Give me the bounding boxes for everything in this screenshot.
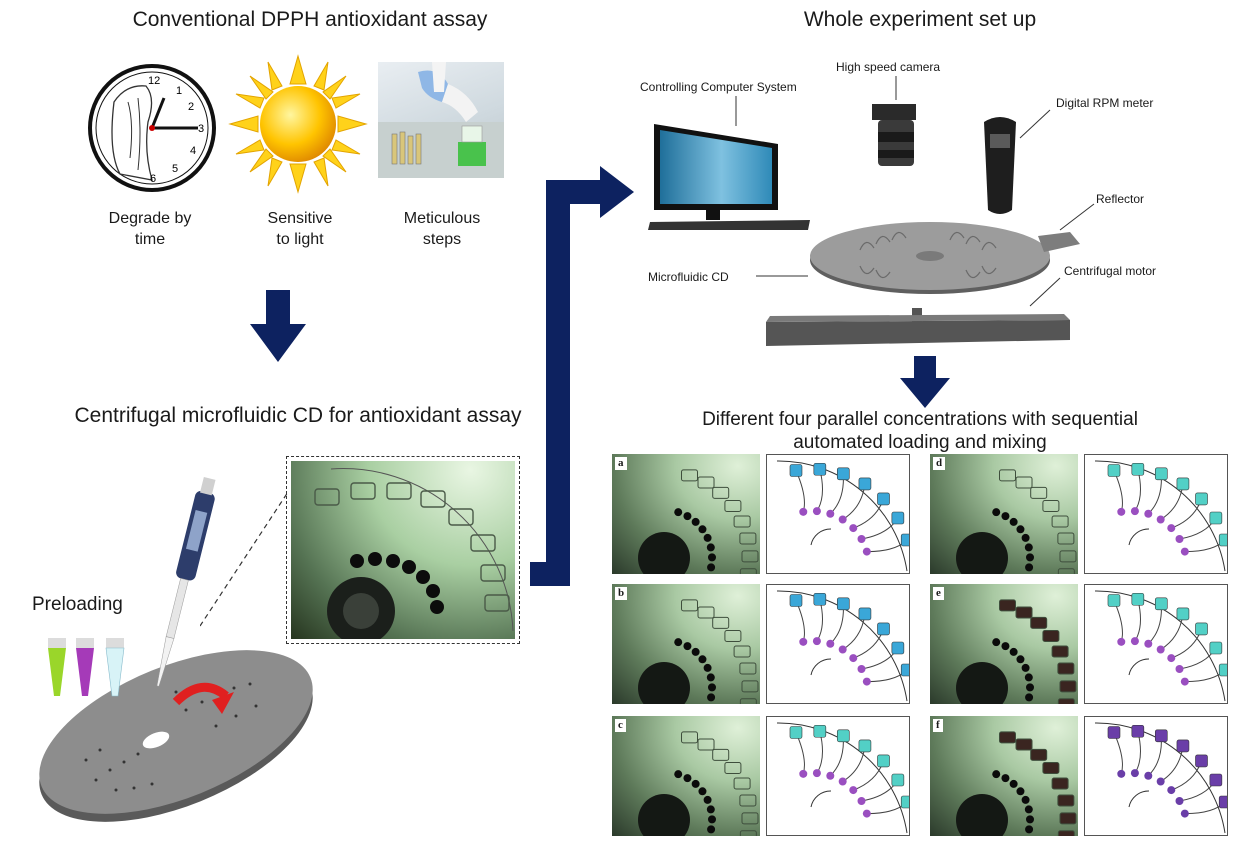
result-schematic-c: [766, 716, 910, 836]
centrifugal-title: Centrifugal microfluidic CD for antioxid…: [74, 404, 522, 427]
result-schematic-d: [1084, 454, 1228, 574]
label-computer: Controlling Computer System: [640, 80, 797, 94]
result-photo-b: b: [612, 584, 760, 704]
caption-line: steps: [422, 231, 462, 248]
clock-number: 1: [176, 85, 182, 97]
caption-meticulous: Meticulous steps: [362, 208, 522, 250]
results-title-line1: Different four parallel concentrations w…: [702, 409, 1138, 430]
caption-line: Meticulous: [403, 210, 481, 227]
result-schematic-e: [1084, 584, 1228, 704]
clock-number: 6: [150, 173, 156, 185]
preloading-label: Preloading: [32, 594, 123, 615]
result-photo-c: c: [612, 716, 760, 836]
clock-number: 5: [172, 163, 178, 175]
clock-number: 12: [148, 75, 160, 87]
result-schematic-f: [1084, 716, 1228, 836]
cd-closeup-photo: [286, 456, 520, 644]
label-rpm: Digital RPM meter: [1056, 96, 1154, 110]
callout-line: [200, 490, 290, 630]
panel-letter: a: [615, 457, 627, 470]
clock-number: 4: [190, 145, 196, 157]
down-arrow-right: [900, 356, 950, 408]
caption-line: Degrade by: [108, 210, 192, 227]
label-reflector: Reflector: [1096, 192, 1145, 206]
setup-title: Whole experiment set up: [803, 8, 1037, 31]
caption-line: to light: [276, 231, 324, 248]
clock-number: 2: [188, 101, 194, 113]
clock-icon: 12 1 2 3 4 5 6: [86, 62, 218, 194]
cd-disk-illustration: [26, 470, 326, 830]
panel-letter: c: [615, 719, 626, 732]
panel-letter: d: [933, 457, 946, 470]
panel-letter: f: [933, 719, 943, 732]
result-photo-e: e: [930, 584, 1078, 704]
result-photo-f: f: [930, 716, 1078, 836]
conventional-title: Conventional DPPH antioxidant assay: [132, 8, 488, 31]
panel-letter: e: [933, 587, 944, 600]
result-schematic-a: [766, 454, 910, 574]
result-photo-d: d: [930, 454, 1078, 574]
panel-letter: b: [615, 587, 628, 600]
lab-steps-image: [378, 62, 504, 178]
caption-line: Sensitive: [267, 210, 333, 227]
sun-icon: [228, 54, 368, 194]
caption-degrade: Degrade by time: [70, 208, 230, 250]
clock-number: 3: [198, 123, 204, 135]
label-camera: High speed camera: [836, 60, 941, 74]
results-panels: a b c d e f: [612, 454, 1238, 844]
connector-arrow: [530, 166, 640, 616]
caption-sensitive: Sensitive to light: [220, 208, 380, 250]
label-cd: Microfluidic CD: [648, 270, 729, 284]
result-schematic-b: [766, 584, 910, 704]
down-arrow-left: [250, 290, 306, 362]
caption-line: time: [134, 231, 166, 248]
results-title: Different four parallel concentrations w…: [650, 408, 1190, 454]
setup-illustration: [640, 70, 1200, 360]
results-title-line2: automated loading and mixing: [793, 432, 1047, 453]
label-motor: Centrifugal motor: [1064, 264, 1157, 278]
result-photo-a: a: [612, 454, 760, 574]
